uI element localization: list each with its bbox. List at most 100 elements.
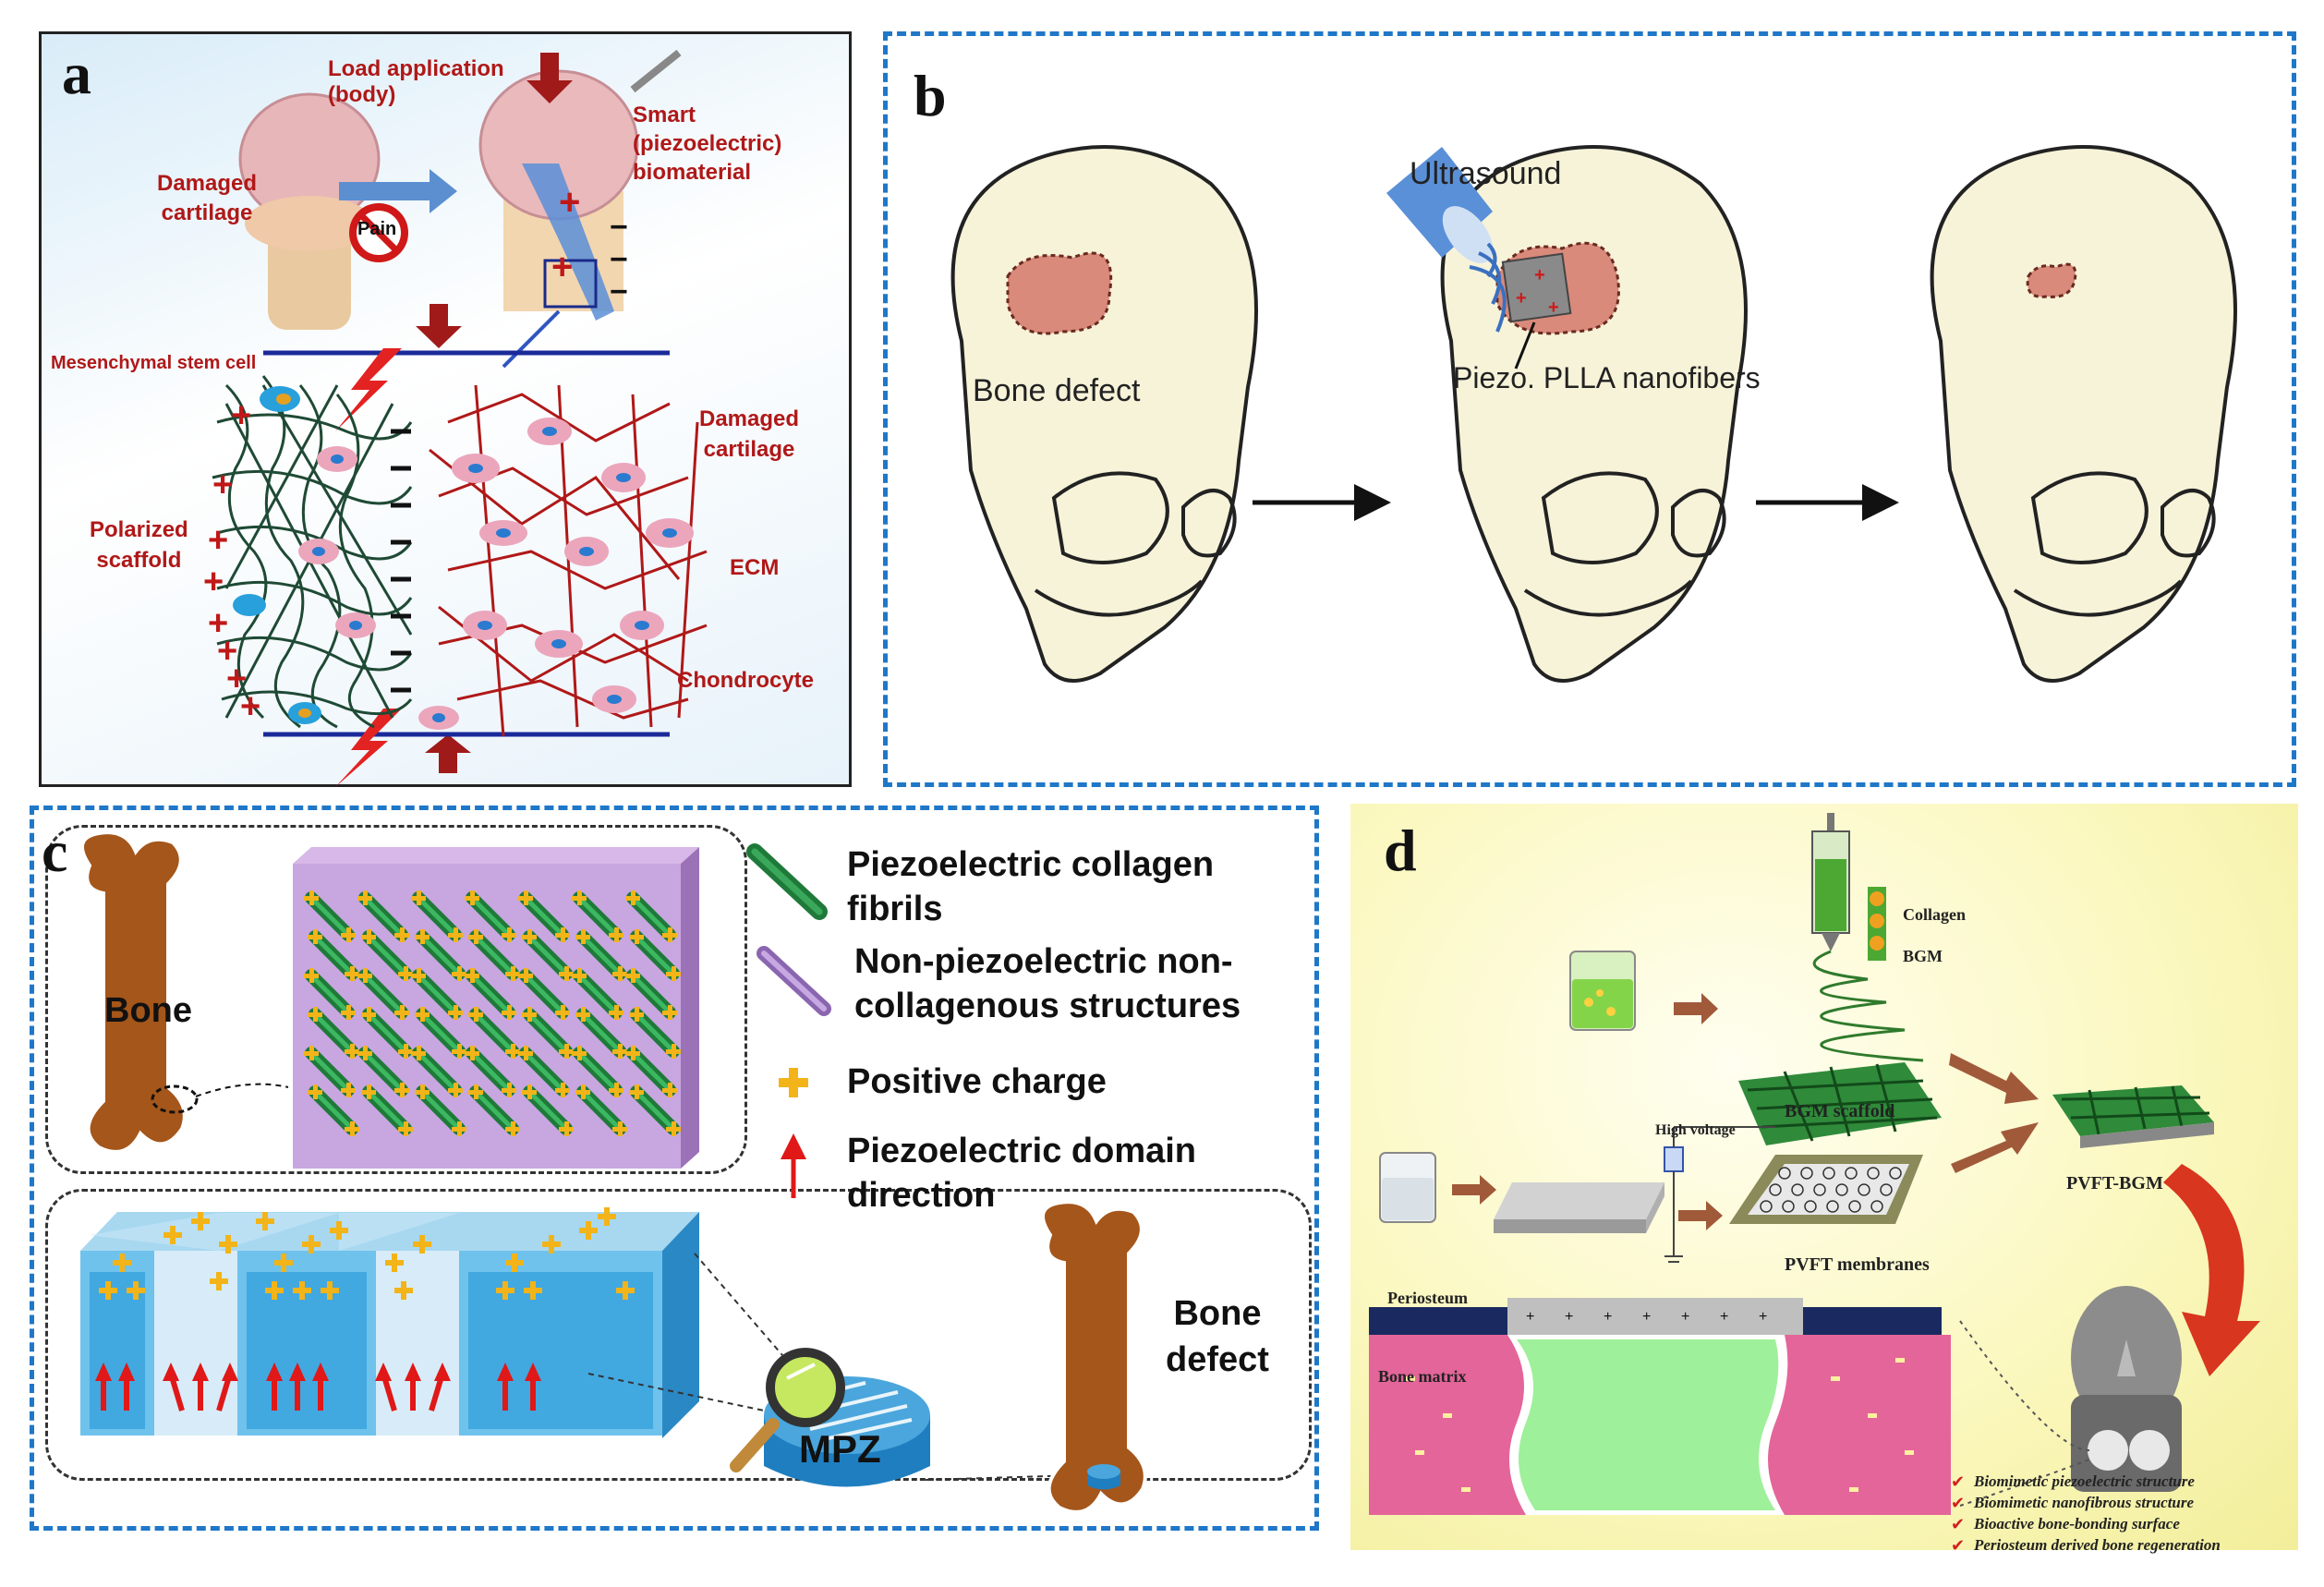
mpz-domain-arrows xyxy=(95,1363,541,1411)
polarized-scaffold-icon xyxy=(212,375,413,729)
skull-defect-icon xyxy=(950,145,1258,683)
high-voltage-label: High voltage xyxy=(1655,1122,1736,1138)
mpz-charges xyxy=(99,1207,635,1300)
arrow-beaker-icon xyxy=(1674,993,1718,1024)
lightning-bottom-icon xyxy=(335,709,402,787)
panel-a: + + − − − xyxy=(39,31,852,787)
arrow-plate-icon xyxy=(1678,1201,1723,1230)
progress-arrow-2-icon xyxy=(1756,484,1899,521)
legend-item-2: Positive charge xyxy=(847,1062,1107,1101)
arrow-scaffold-icon xyxy=(1949,1053,2039,1104)
svg-text:+: + xyxy=(1720,1309,1728,1325)
svg-text:+: + xyxy=(226,660,247,698)
positive-charges: +++ +++ ++ xyxy=(203,396,260,726)
svg-text:+: + xyxy=(1759,1309,1767,1325)
checklist-item-2: Bioactive bone-bonding surface xyxy=(1974,1515,2180,1532)
svg-text:+: + xyxy=(1516,288,1527,309)
load-arrow-top-icon xyxy=(527,53,573,103)
bone-section-icon xyxy=(1369,1298,1951,1515)
svg-text:+: + xyxy=(240,687,260,726)
checklist-item-0: Biomimetic piezoelectric structure xyxy=(1974,1472,2195,1490)
panel-c: c Bone Piezoelectric collagen fibrils No… xyxy=(30,806,1319,1531)
svg-text:✔: ✔ xyxy=(1951,1494,1965,1513)
panel-b-label: b xyxy=(914,63,947,128)
mesenchymal-stem-cell-icon xyxy=(233,386,321,724)
svg-text:−: − xyxy=(610,274,628,309)
ultrasound-label: Ultrasound xyxy=(1410,156,1562,191)
lightning-top-icon xyxy=(335,348,402,431)
periosteum-label: Periosteum xyxy=(1387,1289,1468,1307)
svg-text:+: + xyxy=(1534,265,1545,285)
svg-text:+: + xyxy=(551,247,573,287)
checklist-icons: ✔✔✔✔ xyxy=(1951,1472,1965,1556)
smart-biomaterial-label: Smart (piezoelectric) biomaterial xyxy=(633,103,782,185)
purple-rod-icon xyxy=(757,946,831,1016)
svg-text:−: − xyxy=(610,242,628,277)
mpz-label: MPZ xyxy=(799,1427,881,1471)
bone-icon xyxy=(80,830,289,1154)
bone-matrix-dots xyxy=(1406,1358,1914,1492)
panel-c-label: c xyxy=(42,818,68,884)
bone-matrix-label: Bone matrix xyxy=(1378,1367,1467,1386)
negative-charges xyxy=(391,429,411,693)
magnifier-icon xyxy=(730,1348,845,1472)
checklist-item-3: Periosteum derived bone regeneration xyxy=(1974,1536,2221,1554)
legend-item-1: Non-piezoelectric non- collagenous struc… xyxy=(854,942,1241,1025)
svg-text:−: − xyxy=(610,210,628,245)
red-arrow-icon xyxy=(781,1133,806,1198)
chondrocytes xyxy=(298,418,694,730)
svg-text:+: + xyxy=(1565,1309,1573,1325)
load-application-label: Load application (body) xyxy=(328,56,504,107)
panel-a-label: a xyxy=(62,41,91,106)
svg-text:+: + xyxy=(1548,297,1559,318)
syringe-icon xyxy=(1811,813,1924,1062)
ecm-fibers xyxy=(429,384,708,737)
chondrocyte-label: Chondrocyte xyxy=(677,668,815,693)
svg-text:+: + xyxy=(217,632,237,671)
grey-membrane-icon xyxy=(1494,1182,1664,1233)
svg-text:+: + xyxy=(212,466,233,504)
pain-label: Pain xyxy=(357,219,397,239)
panel-c-illustration xyxy=(80,830,1147,1514)
periosteum-charges: +++++++ xyxy=(1526,1309,1767,1325)
svg-text:+: + xyxy=(559,182,580,223)
arrow-clear-beaker-icon xyxy=(1452,1175,1496,1205)
svg-text:✔: ✔ xyxy=(1951,1472,1965,1492)
pvft-bgm-icon xyxy=(2052,1085,2214,1148)
skull-model-icon xyxy=(2071,1286,2182,1492)
bone-defect-c-label: Bone defect xyxy=(1166,1294,1269,1379)
bead-legend-icon xyxy=(1868,887,1886,961)
damaged-cartilage-right-label: Damaged cartilage xyxy=(699,406,800,462)
skull-healed-icon xyxy=(1930,145,2237,683)
svg-text:+: + xyxy=(203,563,224,601)
panel-b: + + + xyxy=(883,31,2296,787)
checklist-item-1: Biomimetic nanofibrous structure xyxy=(1974,1494,2195,1511)
bgm-scaffold-icon xyxy=(1738,1062,1942,1145)
pvft-membrane-icon xyxy=(1664,1126,1923,1263)
legend-item-3: Piezoelectric domain direction xyxy=(847,1132,1197,1215)
plus-icon xyxy=(779,1068,808,1097)
damaged-cartilage-top-label: Damaged cartilage xyxy=(157,171,258,225)
collagen-label: Collagen xyxy=(1903,905,1967,924)
big-red-arrow-icon xyxy=(2163,1164,2260,1376)
mesenchymal-label: Mesenchymal stem cell xyxy=(51,353,257,373)
pain-icon xyxy=(349,203,408,262)
green-beaker-icon xyxy=(1569,951,1636,1031)
svg-text:✔: ✔ xyxy=(1951,1536,1965,1556)
bone-label: Bone xyxy=(104,991,192,1030)
panel-d: +++++++ ✔✔✔✔ d Collagen BGM BGM scaffold… xyxy=(1350,804,2298,1556)
membrane-charges xyxy=(1760,1167,1902,1213)
bone-defect-icon xyxy=(1041,1200,1147,1514)
collagen-fibrils xyxy=(304,890,681,1136)
svg-text:+: + xyxy=(1526,1309,1534,1325)
ultrasound-probe-icon xyxy=(1386,147,1507,333)
mpz-box xyxy=(45,1189,1312,1481)
panel-d-label: d xyxy=(1384,818,1417,883)
smart-knee-icon: + + − − − xyxy=(478,49,682,369)
panel-d-illustration: +++++++ ✔✔✔✔ xyxy=(1369,813,2260,1556)
ecm-label: ECM xyxy=(730,555,780,580)
load-arrow-bottom-icon xyxy=(425,734,471,773)
bone-defect-label: Bone defect xyxy=(973,373,1141,408)
clear-beaker-icon xyxy=(1379,1152,1436,1223)
panel-b-illustration: + + + xyxy=(950,145,2237,683)
